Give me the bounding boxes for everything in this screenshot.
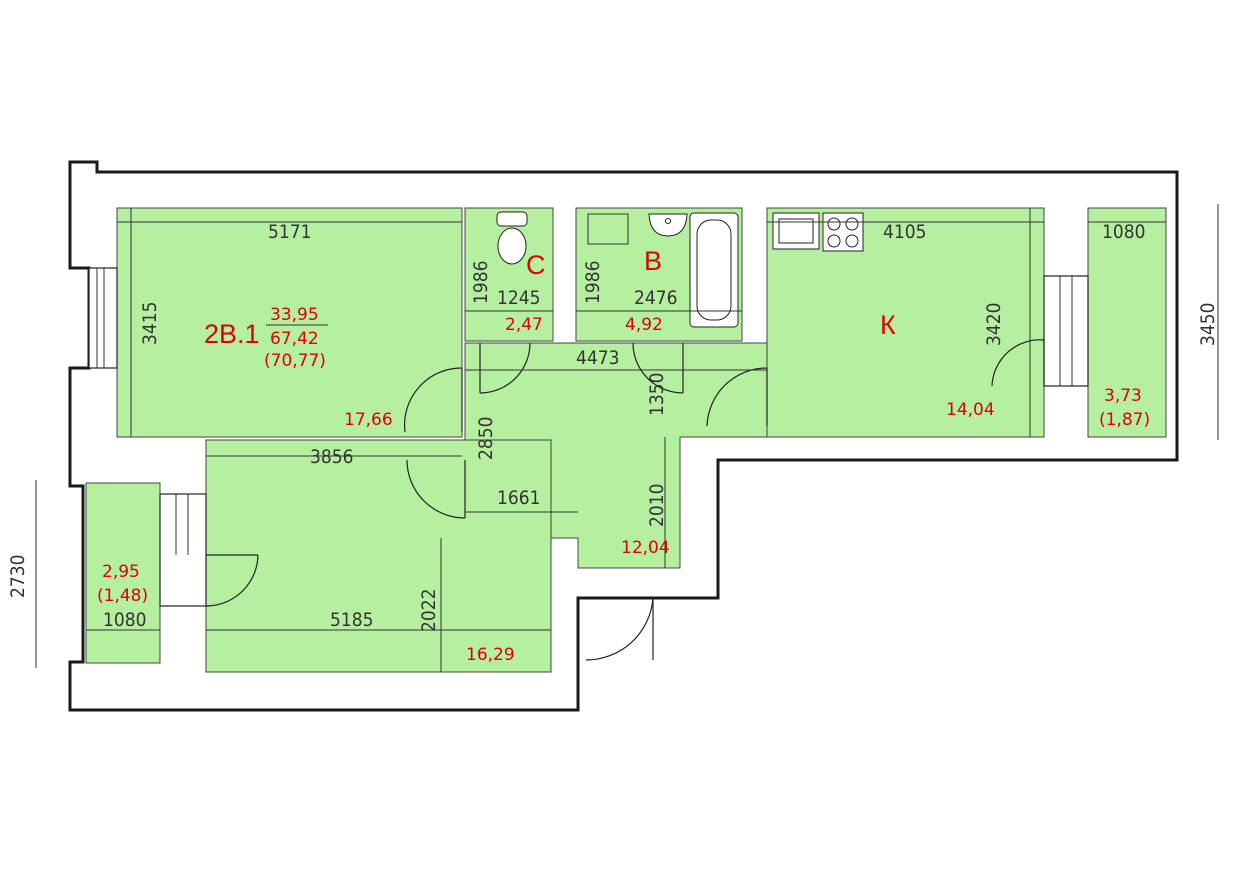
apartment-area-living: 33,95 [270, 305, 319, 325]
kitchen-area: 14,04 [946, 400, 995, 420]
dimension-lines [35, 204, 1219, 672]
toilet-area: 2,47 [505, 315, 543, 335]
dim-hall-1350: 1350 [646, 373, 668, 417]
toilet-bowl-icon [496, 211, 528, 265]
dim-balcony-left-width: 1080 [103, 609, 147, 631]
balcony-right-area: 3,73 [1104, 386, 1142, 406]
dim-bedroom2-width-bottom: 5185 [330, 609, 374, 631]
sink-icon [648, 213, 688, 237]
door-toilet [479, 342, 531, 394]
door-bathroom [632, 342, 684, 394]
dim-kitchen-depth: 3420 [983, 303, 1005, 347]
balcony-right-area-reduced: (1,87) [1099, 410, 1150, 430]
balcony-left-area-reduced: (1,48) [97, 586, 148, 606]
door-entrance [585, 597, 654, 661]
kitchen-label: К [880, 310, 896, 340]
dim-bedroom1-width: 5171 [268, 221, 312, 243]
washing-machine-icon [587, 213, 629, 245]
dim-outer-right: 3450 [1197, 303, 1219, 347]
apartment-code: 2В.1 [204, 319, 260, 349]
door-bedroom1 [403, 367, 463, 433]
dim-bedroom1-depth: 3415 [139, 302, 161, 346]
bath-area: 4,92 [625, 315, 663, 335]
dim-bath-depth: 1986 [582, 261, 604, 305]
bedroom1-area: 17,66 [344, 410, 393, 430]
room-balcony-left [85, 482, 161, 664]
apartment-area-total: 67,42 [270, 329, 319, 349]
dim-hall-2010: 2010 [646, 484, 668, 528]
room-bedroom-2 [205, 439, 552, 673]
dim-bedroom2-depth: 2022 [418, 589, 440, 633]
toilet-label: С [526, 250, 546, 280]
door-balcony-right [991, 339, 1045, 387]
dim-outer-left: 2730 [7, 555, 29, 599]
bedroom2-area: 16,29 [466, 645, 515, 665]
stove-icon [822, 212, 864, 252]
dim-hall-2850: 2850 [475, 417, 497, 461]
hall-area: 12,04 [621, 538, 670, 558]
dim-kitchen-width: 4105 [883, 221, 927, 243]
balcony-left-area: 2,95 [102, 562, 140, 582]
window-left-bedroom2 [159, 493, 207, 607]
door-balcony-left [205, 554, 259, 607]
dim-balcony-right-width: 1080 [1102, 221, 1146, 243]
dim-toilet-width: 1245 [497, 287, 541, 309]
bathtub-icon [689, 212, 739, 328]
dim-hall-width: 4473 [576, 347, 620, 369]
window-left-top [88, 267, 118, 369]
kitchen-sink-icon [772, 212, 820, 250]
dim-bath-width: 2476 [634, 287, 678, 309]
door-kitchen [706, 367, 768, 427]
apartment-area-total-balcony: (70,77) [264, 351, 326, 371]
room-bedroom-1 [116, 207, 463, 438]
bath-label: В [644, 246, 662, 276]
window-right-kitchen [1043, 275, 1089, 387]
dim-bedroom2-width-top: 3856 [310, 446, 354, 468]
dim-hall-corridor: 1661 [497, 487, 541, 509]
dim-toilet-depth: 1986 [470, 261, 492, 305]
door-bedroom2 [406, 459, 466, 519]
